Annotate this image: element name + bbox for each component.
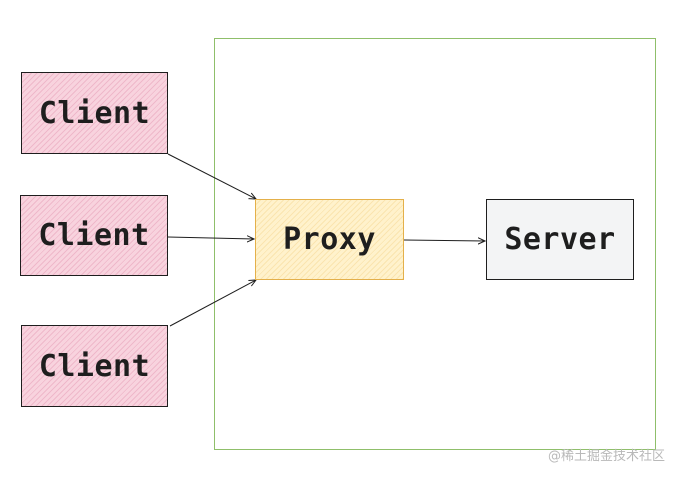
client-node-1: Client (21, 72, 168, 154)
proxy-node: Proxy (255, 199, 404, 280)
client-node-3: Client (21, 325, 168, 407)
proxy-server-boundary (214, 38, 656, 450)
server-node-label: Server (504, 222, 616, 257)
watermark: @稀土掘金技术社区 (547, 449, 665, 464)
client-node-3-label: Client (38, 348, 151, 384)
client-node-1-label: Client (38, 95, 151, 131)
server-node: Server (486, 199, 634, 280)
proxy-node-label: Proxy (283, 222, 376, 257)
client-node-2: Client (20, 195, 168, 276)
client-node-2-label: Client (38, 218, 150, 253)
